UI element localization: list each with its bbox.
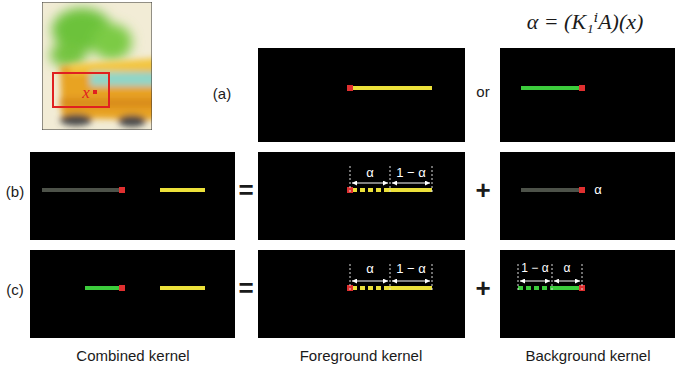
kernel-panel <box>500 250 675 338</box>
blurred-bus-photo <box>42 2 152 130</box>
foreground-kernel-line <box>160 188 205 192</box>
background-kernel-line <box>85 286 122 290</box>
pixel-dot <box>579 187 585 193</box>
kernel-panel <box>258 48 465 142</box>
column-label: Foreground kernel <box>300 348 423 365</box>
background-kernel-panel: 1 − α α <box>500 250 675 338</box>
kernel-panel <box>30 250 235 338</box>
kernel-panel <box>258 152 465 240</box>
kernel-panel <box>258 250 465 338</box>
dimension-arrows <box>352 183 430 184</box>
pixel-dot <box>347 85 353 91</box>
kernel-panel <box>500 48 675 142</box>
dimension-label: α <box>564 262 571 275</box>
foreground-kernel-line <box>388 188 432 192</box>
dimension-arrows <box>352 281 430 282</box>
dimension-label: 1 − α <box>396 262 426 276</box>
background-kernel-panel: α <box>500 152 675 240</box>
background-kernel-line <box>552 286 582 290</box>
background-kernel-line <box>42 188 122 192</box>
foreground-kernel-line <box>388 286 432 290</box>
equals-sign: = <box>238 176 253 205</box>
dimension-label: 1 − α <box>396 166 426 180</box>
dashed-kernel-line <box>352 286 388 290</box>
pixel-dot <box>93 90 97 94</box>
foreground-kernel-line <box>350 86 432 90</box>
dimension-ticks <box>350 166 432 194</box>
column-label: Background kernel <box>525 348 650 365</box>
kernel-panel <box>500 152 675 240</box>
formula: α = (K₁ⁱA)(x) <box>527 10 644 34</box>
dimension-label: α <box>366 166 374 180</box>
region-box: x <box>52 72 110 108</box>
row-label: (b) <box>6 184 24 201</box>
dimension-label: α <box>366 262 374 276</box>
dashed-kernel-line <box>518 286 552 290</box>
row-label: (a) <box>213 86 231 103</box>
kernel-panel <box>30 152 235 240</box>
weight-label: α <box>594 183 602 197</box>
dimension-arrows <box>520 281 580 282</box>
dimension-label: 1 − α <box>521 262 548 275</box>
pixel-dot <box>119 187 125 193</box>
equals-sign: = <box>238 274 253 303</box>
column-label: Combined kernel <box>76 348 189 365</box>
background-kernel-line <box>521 188 582 192</box>
pixel-dot <box>119 285 125 291</box>
pixel-dot <box>579 85 585 91</box>
foreground-kernel-panel: α 1 − α <box>258 250 465 338</box>
row-label: (c) <box>6 282 24 299</box>
dashed-kernel-line <box>352 188 388 192</box>
foreground-kernel-line <box>160 286 205 290</box>
pixel-label: x <box>82 84 90 103</box>
conjunction: or <box>476 84 489 101</box>
plus-sign: + <box>475 274 490 303</box>
plus-sign: + <box>475 176 490 205</box>
background-kernel-line <box>521 86 582 90</box>
foreground-kernel-panel: α 1 − α <box>258 152 465 240</box>
